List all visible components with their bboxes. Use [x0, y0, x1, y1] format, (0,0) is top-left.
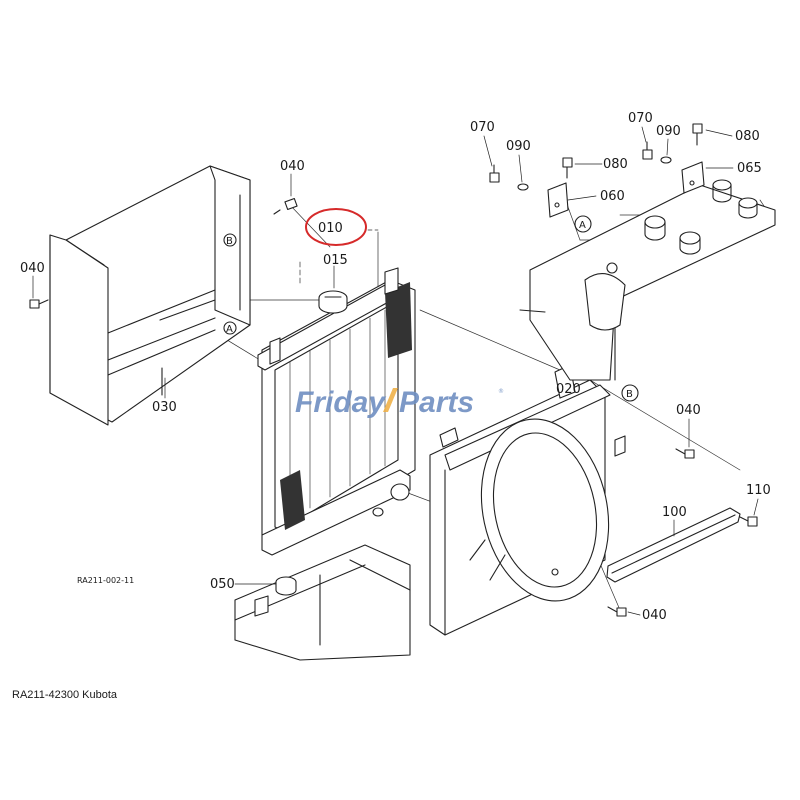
- label-020: 020: [556, 382, 581, 397]
- label-015: 015: [323, 253, 348, 268]
- highlight-circle-010: [305, 208, 367, 246]
- label-010: 010: [318, 221, 343, 236]
- watermark-text-1: Friday: [295, 386, 386, 419]
- label-090-a: 090: [506, 139, 531, 154]
- label-040-bottom: 040: [642, 608, 667, 623]
- reference-markers: A B B A: [226, 215, 639, 402]
- label-040-left: 040: [20, 261, 45, 276]
- bolt-110: [739, 516, 758, 527]
- label-060: 060: [600, 189, 625, 204]
- radiator-010: [257, 267, 416, 556]
- watermark-text-2: Parts: [399, 386, 474, 419]
- label-040-right: 040: [676, 403, 701, 418]
- ref-b-shroud: B: [626, 389, 633, 400]
- label-040-top: 040: [280, 159, 305, 174]
- drawing-code: RA211-002-11: [77, 576, 134, 585]
- label-070-b: 070: [628, 111, 653, 126]
- label-leaders: [32, 126, 759, 616]
- bolt-icons: [29, 123, 758, 617]
- radiator-cap-015: [318, 290, 348, 314]
- bolt-080-b: [692, 123, 703, 146]
- label-090-b: 090: [656, 124, 681, 139]
- label-100: 100: [662, 505, 687, 520]
- bolt-040-shroud-top: [273, 197, 298, 215]
- rubber-mount-050: [275, 576, 297, 596]
- watermark-registered: ®: [498, 388, 504, 395]
- fan-shroud-020: [429, 364, 626, 636]
- label-080-a: 080: [603, 157, 628, 172]
- ref-b-panel: B: [226, 236, 233, 247]
- bolt-070-a: [489, 164, 500, 183]
- watermark-slash: [383, 388, 398, 412]
- watermark-logo: Friday Parts ®: [295, 386, 504, 419]
- ref-a-panel: A: [226, 324, 233, 335]
- bolt-040-bottom: [607, 606, 627, 617]
- bolt-070-b: [642, 141, 653, 160]
- diagram-caption: RA211-42300 Kubota: [12, 689, 117, 701]
- shroud-panel-030: [49, 165, 251, 426]
- bolt-040-left: [29, 299, 49, 309]
- bolt-080-a: [562, 157, 573, 179]
- bracket-065: [681, 161, 705, 194]
- label-065: 065: [737, 161, 762, 176]
- stay-bar-100: [606, 507, 741, 583]
- washer-090-b: [660, 156, 672, 164]
- label-050: 050: [210, 577, 235, 592]
- part-labels: 040 040 040 040 010 015 020 030 050 060 …: [20, 111, 771, 623]
- label-030: 030: [152, 400, 177, 415]
- engine-frame: [519, 179, 776, 381]
- shroud-ref-markers: [223, 233, 237, 335]
- label-070-a: 070: [470, 120, 495, 135]
- bolt-040-right: [675, 448, 695, 459]
- washer-090-a: [517, 183, 529, 191]
- bracket-060: [547, 182, 569, 218]
- ref-a-engine: A: [579, 220, 586, 231]
- lower-mount-bracket: [234, 544, 411, 661]
- label-080-b: 080: [735, 129, 760, 144]
- label-110: 110: [746, 483, 771, 498]
